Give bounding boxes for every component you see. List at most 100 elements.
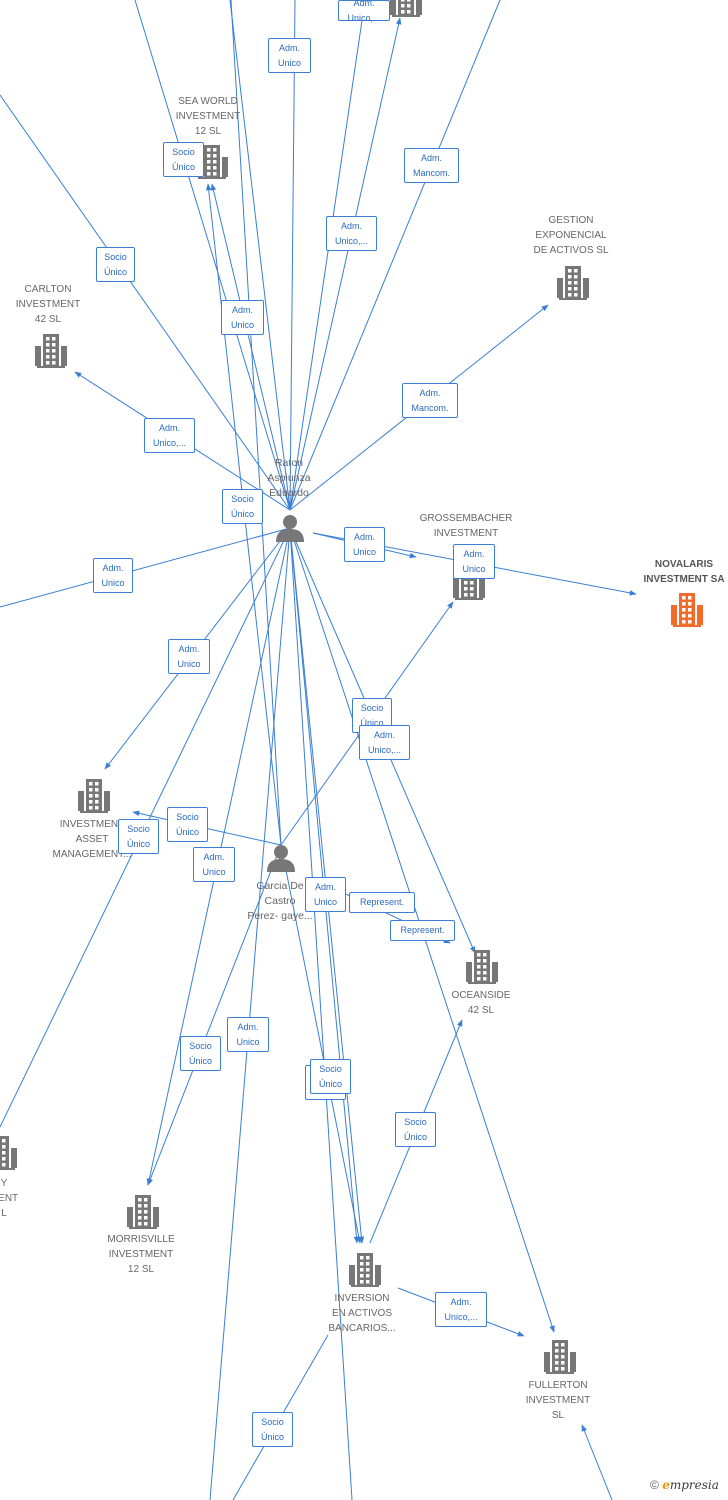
relationship-edge <box>289 527 353 1500</box>
node-icons <box>0 0 703 1374</box>
node-label-line: Castro <box>264 895 296 907</box>
node-label-line: INVERSION <box>334 1293 390 1304</box>
node-label-line: INVESTMENT <box>59 819 125 830</box>
node-label-line: INVESTMENT <box>108 1249 174 1260</box>
relation-label[interactable]: Adm. Unico <box>168 639 210 674</box>
relation-label-line: Socio <box>404 1116 427 1127</box>
node-label-carlton[interactable]: CARLTON INVESTMENT 42 SL <box>16 282 80 327</box>
relation-label[interactable]: Adm. Unico,... <box>435 1292 487 1327</box>
building-icon[interactable] <box>349 1253 381 1287</box>
relation-label-line: Único <box>403 1131 427 1142</box>
building-icon[interactable] <box>466 950 498 984</box>
node-label-line: MORRISVILLE <box>107 1234 175 1245</box>
relation-label[interactable]: Represent. <box>349 892 415 913</box>
relation-label-line: Unico,... <box>444 1311 478 1322</box>
relation-label-line: Unico,... <box>152 437 186 448</box>
relation-label-line: Adm. <box>450 1296 472 1307</box>
node-label-line: Aspiunza <box>267 472 311 484</box>
node-label-line: CARLTON <box>24 284 72 295</box>
relation-label[interactable]: Adm.Unico <box>305 877 346 912</box>
relation-label[interactable]: Adm.Mancom. <box>404 148 459 183</box>
building-icon[interactable] <box>35 334 67 368</box>
node-label-line: DE ACTIVOS SL <box>533 245 609 256</box>
relationship-edge <box>289 0 296 511</box>
relation-label[interactable]: Adm.Unico <box>221 300 264 335</box>
relation-label-line: Unico <box>230 319 254 330</box>
node-label-line: Y <box>0 1178 8 1189</box>
person-icon[interactable] <box>276 515 304 542</box>
relation-label[interactable]: Adm.Unico <box>193 847 235 882</box>
building-icon[interactable] <box>127 1195 159 1229</box>
relation-label-line: Unico <box>202 866 226 877</box>
relation-label[interactable]: Adm. Unico,... <box>144 418 195 453</box>
relation-label-line: Unico <box>177 658 201 669</box>
relation-label-line: Represent. <box>400 925 445 935</box>
relation-label-line: Adm. <box>373 729 395 740</box>
building-icon[interactable] <box>390 0 422 17</box>
node-label-line: ASSET <box>75 834 109 845</box>
relation-label[interactable]: Adm.Unico <box>344 527 385 562</box>
relation-label-line: Único <box>188 1055 212 1066</box>
node-label-line: GESTION <box>548 215 594 226</box>
relation-label[interactable]: Adm.Unico,... <box>338 0 390 23</box>
relation-label[interactable]: Adm.Unico <box>227 1017 269 1052</box>
relation-label[interactable]: Adm. Unico <box>453 544 495 579</box>
relation-label-line: Unico <box>462 563 486 574</box>
relation-label-line: Adm. <box>158 422 180 433</box>
relation-label-line: Adm. <box>463 548 485 559</box>
relation-label[interactable]: Adm.Unico <box>93 558 133 593</box>
relation-label[interactable]: Adm.Unico,... <box>359 725 410 760</box>
relation-label-line: Adm. <box>178 643 200 654</box>
relationship-edge <box>280 844 362 1244</box>
node-label-line: BANCARIOS... <box>328 1323 396 1334</box>
node-label-left-edge[interactable]: YMENTL <box>0 1176 18 1221</box>
building-icon[interactable] <box>78 779 110 813</box>
node-label-line: OCEANSIDE <box>451 990 511 1001</box>
relation-label[interactable]: Adm.Unico <box>268 38 311 73</box>
node-label-line: 12 SL <box>127 1264 155 1275</box>
copyright-symbol: © <box>650 1478 659 1492</box>
relationship-edge <box>230 0 282 846</box>
relation-label-line: Unico,... <box>334 235 368 246</box>
building-icon[interactable] <box>0 1136 17 1170</box>
relation-label-line: Unico,... <box>347 12 381 23</box>
relation-label-line: Único <box>103 266 127 277</box>
node-label-line: 42 SL <box>34 314 62 325</box>
node-label-line: Perez- gaye... <box>247 910 313 922</box>
node-label-morrisville[interactable]: MORRISVILLE INVESTMENT 12 SL <box>107 1232 174 1277</box>
relation-label-line: Socio <box>360 702 384 713</box>
building-icon[interactable] <box>557 266 589 300</box>
building-icon[interactable] <box>544 1340 576 1374</box>
relationship-edge <box>210 183 291 511</box>
relation-label-line: Socio <box>176 811 199 822</box>
relation-label-line: Adm. <box>420 152 442 163</box>
relation-label[interactable]: Adm.Mancom. <box>402 383 458 418</box>
person-icon[interactable] <box>267 845 295 872</box>
node-label-line: INVESTMENT <box>15 299 81 310</box>
footer-brand: © empresia <box>650 1478 719 1498</box>
building-icon[interactable] <box>671 593 703 627</box>
relation-label-line: Único <box>318 1078 342 1089</box>
relation-label[interactable]: Represent. <box>390 920 455 941</box>
relation-label[interactable]: Adm.Unico,... <box>326 216 377 251</box>
relationship-edge <box>289 17 402 511</box>
